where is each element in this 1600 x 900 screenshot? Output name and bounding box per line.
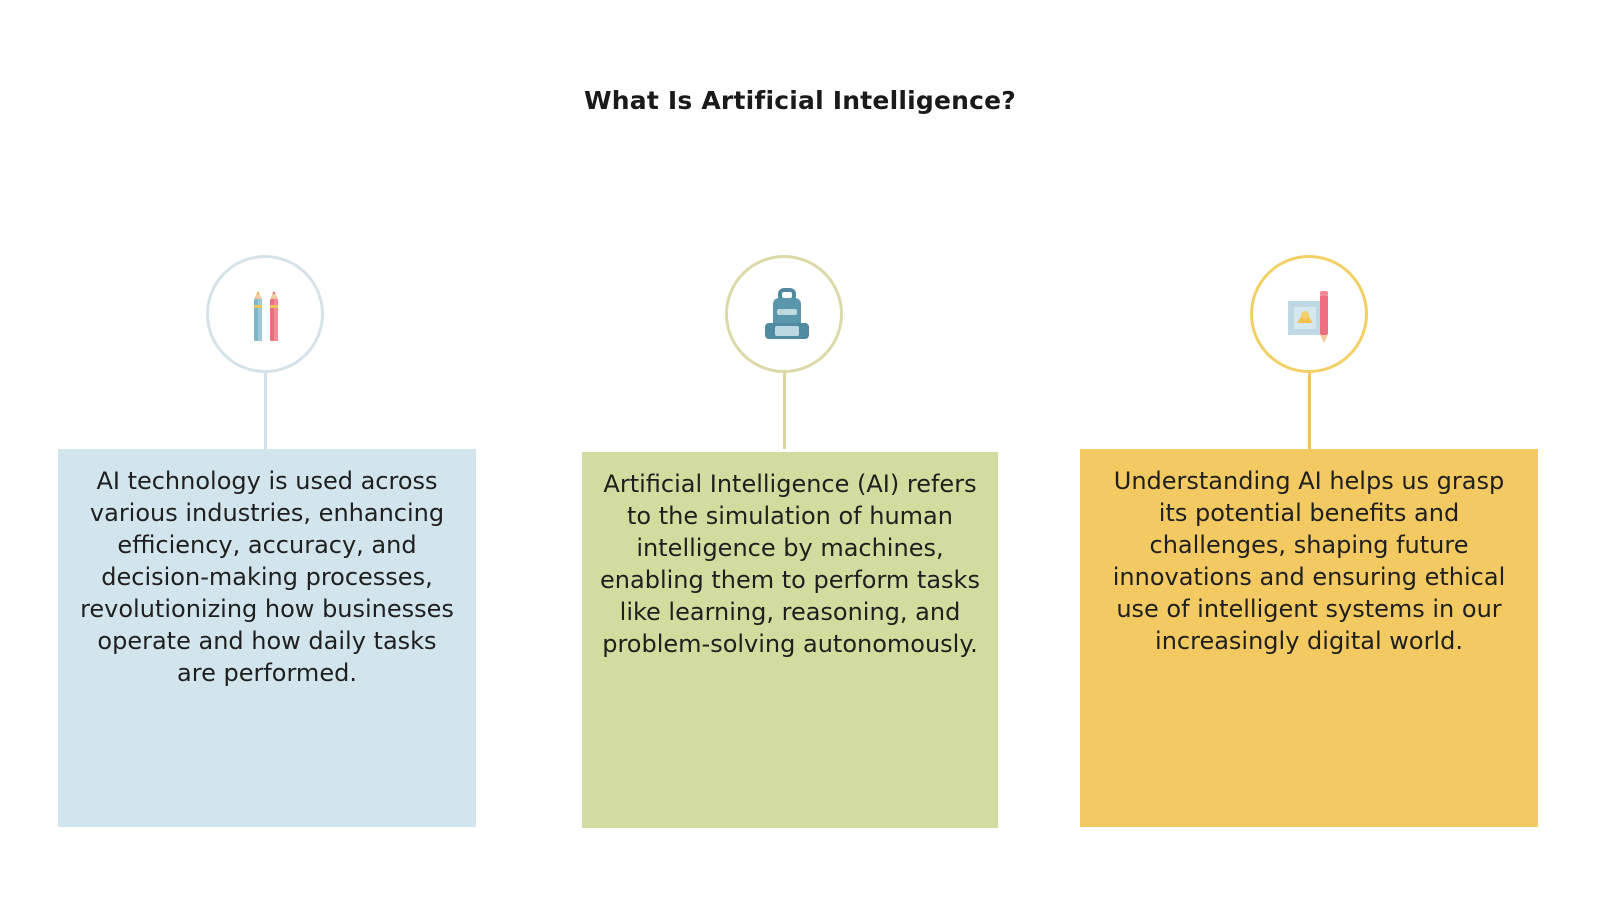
info-card-3: Understanding AI helps us grasp its pote… (1080, 449, 1538, 827)
info-card-1: AI technology is used across various ind… (58, 449, 476, 827)
icon-circle-3 (1250, 255, 1368, 373)
drawing-pencil-icon (1288, 291, 1328, 343)
page-title: What Is Artificial Intelligence? (584, 86, 1016, 115)
icon-circle-2 (725, 255, 843, 373)
info-card-2: Artificial Intelligence (AI) refers to t… (582, 452, 998, 828)
connector-line-1 (264, 373, 267, 449)
backpack-icon (765, 288, 809, 339)
connector-line-3 (1308, 373, 1311, 449)
icon-circle-1 (206, 255, 324, 373)
connector-line-2 (783, 373, 786, 449)
pencils-icon (254, 291, 278, 341)
